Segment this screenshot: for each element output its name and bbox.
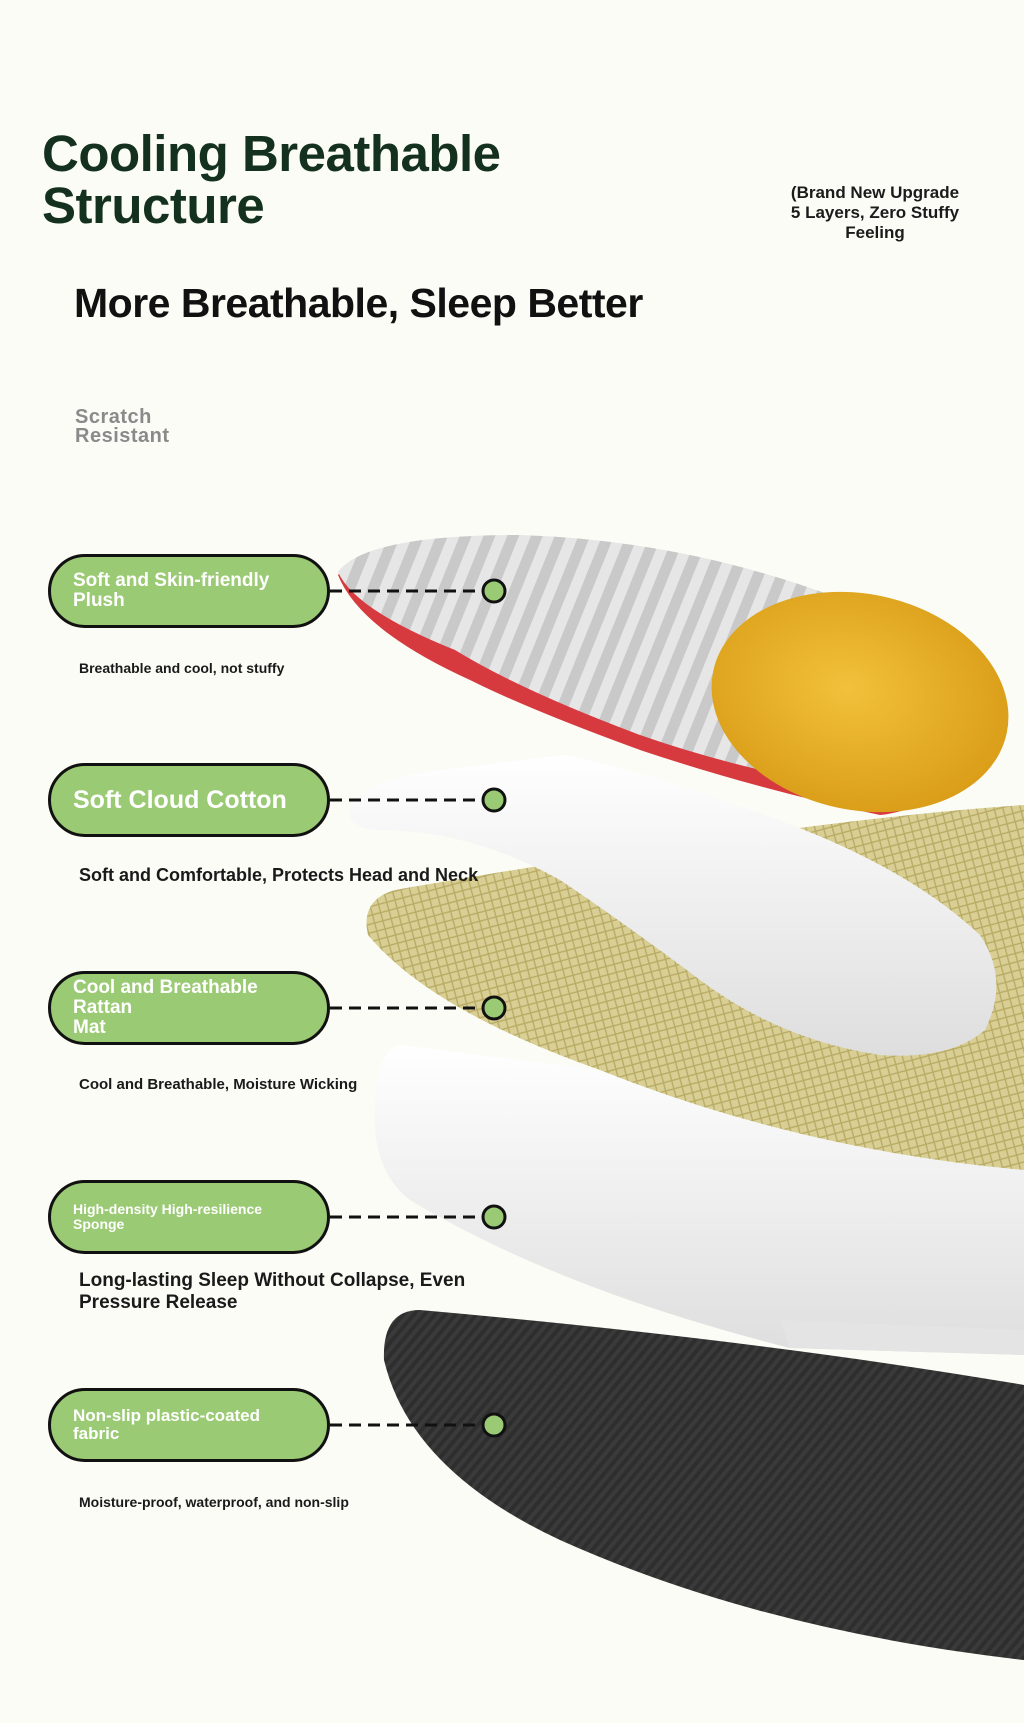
- marker-dot-fabric: [481, 1412, 507, 1438]
- scratch-line-2: Resistant: [75, 425, 170, 447]
- layer-desc-rattan: Cool and Breathable, Moisture Wicking: [79, 1074, 357, 1096]
- layer-label-rattan-line-2: Mat: [73, 1016, 106, 1038]
- layer-label-cotton: Soft Cloud Cotton: [48, 763, 330, 837]
- layer-label-sponge: High-density High-resilience Sponge: [48, 1180, 330, 1254]
- layer-label-cotton-text: Soft Cloud Cotton: [73, 785, 287, 814]
- layer-desc-sponge-line-2: Pressure Release: [79, 1292, 238, 1313]
- layer-desc-cotton-line-1: Soft and Comfortable, Protects Head and …: [79, 865, 479, 885]
- scratch-resistant-label: Scratch Resistant: [75, 406, 170, 447]
- page-title: Cooling Breathable Structure: [42, 128, 501, 232]
- upgrade-line-1: (Brand New Upgrade: [790, 183, 960, 202]
- layer-desc-fabric-line-1: Moisture-proof, waterproof, and non-slip: [79, 1494, 349, 1510]
- upgrade-line-2: 5 Layers, Zero Stuffy: [790, 203, 960, 222]
- layer-label-plush: Soft and Skin-friendly Plush: [48, 554, 330, 628]
- layer-label-sponge-line-1: High-density High-resilience: [73, 1201, 263, 1218]
- title-line-1: Cooling Breathable: [42, 125, 501, 182]
- plush-layer: [338, 535, 1009, 815]
- layer-label-plush-text: Soft and Skin-friendly Plush: [73, 570, 270, 611]
- layer-desc-plush-line-1: Breathable and cool, not stuffy: [79, 660, 285, 676]
- layer-label-sponge-line-2: Sponge: [73, 1216, 125, 1232]
- upgrade-line-3: Feeling: [845, 223, 905, 242]
- layer-desc-cotton: Soft and Comfortable, Protects Head and …: [79, 864, 478, 886]
- marker-dot-cotton: [481, 787, 507, 813]
- layer-desc-plush: Breathable and cool, not stuffy: [79, 657, 284, 679]
- layer-desc-rattan-line-1: Cool and Breathable, Moisture Wicking: [79, 1076, 358, 1093]
- layer-desc-sponge: Long-lasting Sleep Without Collapse, Eve…: [79, 1270, 465, 1314]
- upgrade-note: (Brand New Upgrade 5 Layers, Zero Stuffy…: [770, 183, 980, 243]
- marker-dot-plush: [481, 578, 507, 604]
- layer-desc-fabric: Moisture-proof, waterproof, and non-slip: [79, 1491, 349, 1513]
- cloud-cotton-layer: [349, 755, 997, 1056]
- layer-label-rattan: Cool and Breathable Rattan Mat: [48, 971, 330, 1045]
- marker-dot-sponge: [481, 1204, 507, 1230]
- layer-label-fabric-text: Non-slip plastic-coated fabric: [73, 1406, 261, 1443]
- page-subtitle: More Breathable, Sleep Better: [74, 280, 643, 326]
- non-slip-fabric-layer: [383, 1310, 1024, 1660]
- marker-dot-rattan: [481, 995, 507, 1021]
- scratch-line-1: Scratch: [75, 406, 152, 428]
- layer-label-rattan-line-1: Cool and Breathable Rattan: [73, 977, 258, 1019]
- layer-desc-sponge-line-1: Long-lasting Sleep Without Collapse, Eve…: [79, 1270, 466, 1291]
- title-line-2: Structure: [42, 177, 265, 234]
- layer-label-fabric: Non-slip plastic-coated fabric: [48, 1388, 330, 1462]
